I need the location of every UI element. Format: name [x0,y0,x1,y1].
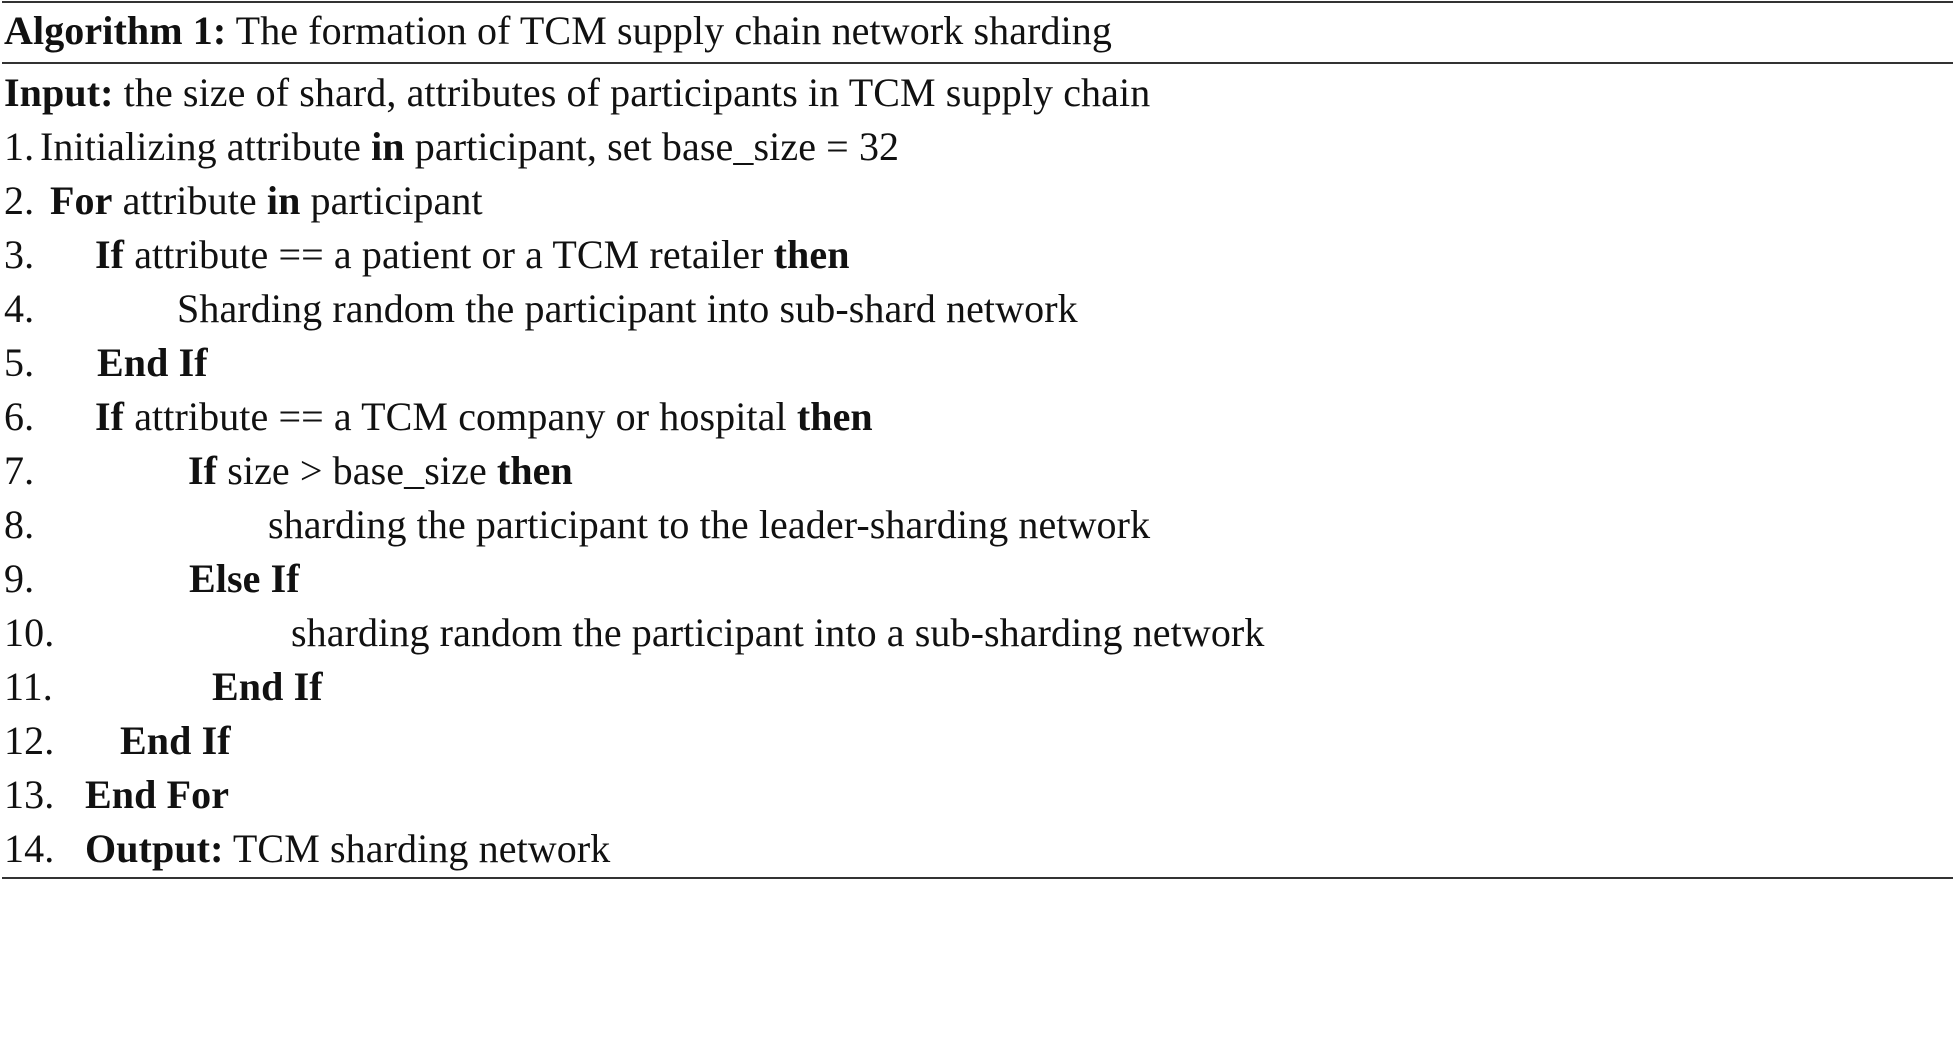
step-content: sharding random the participant into a s… [291,606,1264,660]
step-number: 1. [4,124,35,169]
step-number: 11. [4,664,53,709]
input-line: Input: the size of shard, attributes of … [0,66,1150,120]
step-number: 13. [4,772,55,817]
keyword-output: Output: [85,826,224,871]
step-text: sharding random the participant into a s… [291,610,1265,655]
header-rule [2,62,1953,64]
input-text: the size of shard, attributes of partici… [123,70,1151,115]
algorithm-header: Algorithm 1: The formation of TCM supply… [0,4,1112,58]
step-number: 3. [4,232,35,277]
step-text: sharding the participant to the leader-s… [268,502,1151,547]
keyword-if: If [95,394,125,439]
step-content: sharding the participant to the leader-s… [268,498,1150,552]
step-text: size > base_size [217,448,497,493]
input-content: Input: the size of shard, attributes of … [4,66,1150,120]
keyword-end-for: End For [85,772,230,817]
step-number: 4. [4,286,35,331]
keyword-for: For [50,178,113,223]
keyword-then: then [773,232,850,277]
step-number: 6. [4,394,35,439]
step-content: If size > base_size then [188,444,573,498]
step-line-7: 7. If size > base_size then [0,444,573,498]
step-content: End If [120,714,231,768]
step-line-5: 5. End If [0,336,208,390]
step-content: Else If [189,552,300,606]
step-number: 9. [4,556,35,601]
step-content: If attribute == a patient or a TCM retai… [95,228,850,282]
algorithm-title-line: Algorithm 1: The formation of TCM supply… [4,4,1112,58]
step-number: 10. [4,610,55,655]
step-number: 14. [4,826,55,871]
keyword-if: If [95,232,125,277]
algorithm-box: Algorithm 1: The formation of TCM supply… [0,1,1953,879]
step-content: Output: TCM sharding network [85,822,610,876]
top-rule [2,1,1953,3]
step-number: 7. [4,448,35,493]
keyword-in: in [371,124,405,169]
keyword-if: If [188,448,218,493]
step-line-8: 8. sharding the participant to the leade… [0,498,1150,552]
step-line-4: 4. Sharding random the participant into … [0,282,1078,336]
step-line-6: 6. If attribute == a TCM company or hosp… [0,390,873,444]
step-text: attribute == a TCM company or hospital [124,394,797,439]
keyword-then: then [496,448,573,493]
step-line-14: 14. Output: TCM sharding network [0,822,610,876]
step-text: participant [300,178,483,223]
keyword-end-if: End If [212,664,323,709]
keyword-in: in [266,178,301,223]
step-content: Initializing attribute in participant, s… [40,120,899,174]
step-line-10: 10. sharding random the participant into… [0,606,1264,660]
step-line-2: 2. For attribute in participant [0,174,483,228]
step-text: attribute == a patient or a TCM retailer [124,232,774,277]
input-label: Input: [4,70,114,115]
step-content: For attribute in participant [50,174,483,228]
keyword-end-if: End If [120,718,231,763]
step-text: Initializing attribute [40,124,372,169]
step-text: attribute [112,178,267,223]
keyword-end-if: End If [97,340,208,385]
step-text: Sharding random the participant into sub… [177,286,1078,331]
step-content: End If [212,660,323,714]
algorithm-label: Algorithm 1: [4,8,227,53]
step-text: participant, set base_size = 32 [404,124,900,169]
step-number: 2. [4,178,35,223]
step-line-11: 11. End If [0,660,323,714]
step-number: 8. [4,502,35,547]
step-content: End If [97,336,208,390]
step-content: End For [85,768,229,822]
step-line-1: 1. Initializing attribute in participant… [0,120,899,174]
step-number: 5. [4,340,35,385]
step-text: TCM sharding network [223,826,611,871]
step-line-3: 3. If attribute == a patient or a TCM re… [0,228,849,282]
step-line-12: 12. End If [0,714,231,768]
step-line-13: 13. End For [0,768,229,822]
keyword-else-if: Else If [189,556,300,601]
step-line-9: 9. Else If [0,552,300,606]
step-number: 12. [4,718,55,763]
keyword-then: then [796,394,873,439]
step-content: If attribute == a TCM company or hospita… [95,390,873,444]
step-content: Sharding random the participant into sub… [177,282,1078,336]
algorithm-title: The formation of TCM supply chain networ… [235,8,1112,53]
bottom-rule [2,877,1953,879]
